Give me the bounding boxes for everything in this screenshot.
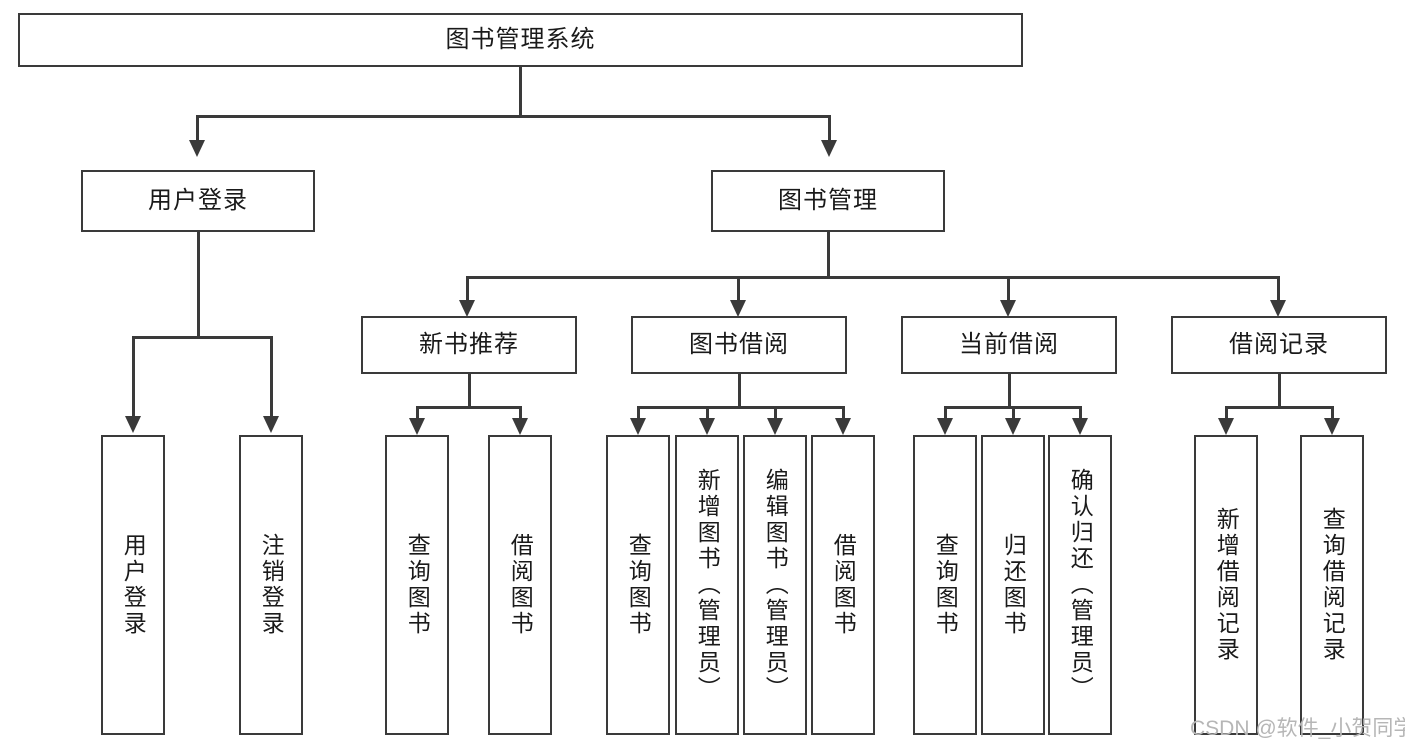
connector-root-to-user-login xyxy=(196,115,199,142)
leaf-borrow-book-1-label: 借阅图书 xyxy=(507,533,534,637)
connector-current-borrow-to-leaf-1 xyxy=(944,406,947,420)
leaf-add-record-label: 新增借阅记录 xyxy=(1213,507,1240,663)
connector-user-login-to-leaf-1 xyxy=(132,336,135,418)
leaf-borrow-book-2[interactable]: 借阅图书 xyxy=(811,435,875,735)
connector-new-book-rec-stem xyxy=(468,374,471,408)
leaf-edit-book[interactable]: 编辑图书（管理员） xyxy=(743,435,807,735)
connector-borrow-record-to-leaf-1 xyxy=(1225,406,1228,420)
connector-book-manage-to-book-borrow xyxy=(737,276,740,302)
arrow-user-login-to-leaf-2 xyxy=(263,416,279,433)
arrow-book-borrow-to-leaf-4 xyxy=(835,418,851,435)
arrow-book-manage-to-current-borrow xyxy=(1000,300,1016,317)
node-borrow-record-label: 借阅记录 xyxy=(1229,331,1329,358)
arrow-book-borrow-to-leaf-3 xyxy=(767,418,783,435)
leaf-query-book-3-label: 查询图书 xyxy=(932,533,959,637)
connector-new-book-rec-to-leaf-2 xyxy=(519,406,522,420)
connector-user-login-bus xyxy=(132,336,272,339)
connector-borrow-record-stem xyxy=(1278,374,1281,408)
connector-book-borrow-to-leaf-3 xyxy=(774,406,777,420)
csdn-watermark: CSDN @软件_小贺同学 xyxy=(1190,717,1405,740)
arrow-user-login-to-leaf-1 xyxy=(125,416,141,433)
leaf-logout[interactable]: 注销登录 xyxy=(239,435,303,735)
connector-book-borrow-to-leaf-4 xyxy=(842,406,845,420)
node-borrow-record[interactable]: 借阅记录 xyxy=(1171,316,1387,374)
connector-book-borrow-to-leaf-1 xyxy=(637,406,640,420)
leaf-user-login[interactable]: 用户登录 xyxy=(101,435,165,735)
connector-borrow-record-bus xyxy=(1225,406,1333,409)
leaf-query-record-label: 查询借阅记录 xyxy=(1319,507,1346,663)
connector-new-book-rec-bus xyxy=(416,406,521,409)
leaf-add-book-label: 新增图书（管理员） xyxy=(694,468,721,702)
leaf-borrow-book-2-label: 借阅图书 xyxy=(830,533,857,637)
connector-book-borrow-to-leaf-2 xyxy=(706,406,709,420)
connector-root-bus xyxy=(196,115,830,118)
connector-new-book-rec-to-leaf-1 xyxy=(416,406,419,420)
leaf-query-book-2-label: 查询图书 xyxy=(625,533,652,637)
arrow-borrow-record-to-leaf-2 xyxy=(1324,418,1340,435)
node-root[interactable]: 图书管理系统 xyxy=(18,13,1023,67)
leaf-query-book-2[interactable]: 查询图书 xyxy=(606,435,670,735)
arrow-book-manage-to-borrow-record xyxy=(1270,300,1286,317)
connector-book-borrow-stem xyxy=(738,374,741,408)
node-new-book-rec[interactable]: 新书推荐 xyxy=(361,316,577,374)
arrow-book-manage-to-book-borrow xyxy=(730,300,746,317)
connector-current-borrow-stem xyxy=(1008,374,1011,408)
node-book-borrow[interactable]: 图书借阅 xyxy=(631,316,847,374)
leaf-query-book-1[interactable]: 查询图书 xyxy=(385,435,449,735)
arrow-book-borrow-to-leaf-1 xyxy=(630,418,646,435)
connector-book-manage-to-new-book-rec xyxy=(466,276,469,302)
node-user-login[interactable]: 用户登录 xyxy=(81,170,315,232)
leaf-return-book[interactable]: 归还图书 xyxy=(981,435,1045,735)
leaf-query-book-3[interactable]: 查询图书 xyxy=(913,435,977,735)
connector-book-manage-stem xyxy=(827,232,830,278)
arrow-new-book-rec-to-leaf-1 xyxy=(409,418,425,435)
arrow-root-to-user-login xyxy=(189,140,205,157)
arrow-current-borrow-to-leaf-3 xyxy=(1072,418,1088,435)
leaf-confirm-return-label: 确认归还（管理员） xyxy=(1067,468,1094,702)
leaf-user-login-label: 用户登录 xyxy=(120,533,147,637)
connector-current-borrow-to-leaf-3 xyxy=(1079,406,1082,420)
arrow-current-borrow-to-leaf-1 xyxy=(937,418,953,435)
node-new-book-rec-label: 新书推荐 xyxy=(419,331,519,358)
leaf-add-record[interactable]: 新增借阅记录 xyxy=(1194,435,1258,735)
connector-borrow-record-to-leaf-2 xyxy=(1331,406,1334,420)
connector-root-to-book-manage xyxy=(828,115,831,142)
node-book-manage-label: 图书管理 xyxy=(778,187,878,214)
node-current-borrow[interactable]: 当前借阅 xyxy=(901,316,1117,374)
leaf-query-book-1-label: 查询图书 xyxy=(404,533,431,637)
node-book-manage[interactable]: 图书管理 xyxy=(711,170,945,232)
connector-book-manage-to-borrow-record xyxy=(1277,276,1280,302)
arrow-new-book-rec-to-leaf-2 xyxy=(512,418,528,435)
connector-current-borrow-to-leaf-2 xyxy=(1012,406,1015,420)
leaf-confirm-return[interactable]: 确认归还（管理员） xyxy=(1048,435,1112,735)
node-book-borrow-label: 图书借阅 xyxy=(689,331,789,358)
arrow-root-to-book-manage xyxy=(821,140,837,157)
connector-user-login-stem xyxy=(197,232,200,338)
leaf-borrow-book-1[interactable]: 借阅图书 xyxy=(488,435,552,735)
connector-user-login-to-leaf-2 xyxy=(270,336,273,418)
connector-book-manage-to-current-borrow xyxy=(1007,276,1010,302)
leaf-add-book[interactable]: 新增图书（管理员） xyxy=(675,435,739,735)
node-root-label: 图书管理系统 xyxy=(445,26,596,53)
arrow-borrow-record-to-leaf-1 xyxy=(1218,418,1234,435)
connector-root-stem xyxy=(519,67,522,117)
arrow-current-borrow-to-leaf-2 xyxy=(1005,418,1021,435)
arrow-book-borrow-to-leaf-2 xyxy=(699,418,715,435)
leaf-query-record[interactable]: 查询借阅记录 xyxy=(1300,435,1364,735)
leaf-edit-book-label: 编辑图书（管理员） xyxy=(762,468,789,702)
node-user-login-label: 用户登录 xyxy=(148,187,248,214)
connector-book-manage-bus xyxy=(466,276,1280,279)
connector-book-borrow-bus xyxy=(637,406,844,409)
leaf-return-book-label: 归还图书 xyxy=(1000,533,1027,637)
arrow-book-manage-to-new-book-rec xyxy=(459,300,475,317)
leaf-logout-label: 注销登录 xyxy=(258,533,285,637)
node-current-borrow-label: 当前借阅 xyxy=(959,331,1059,358)
